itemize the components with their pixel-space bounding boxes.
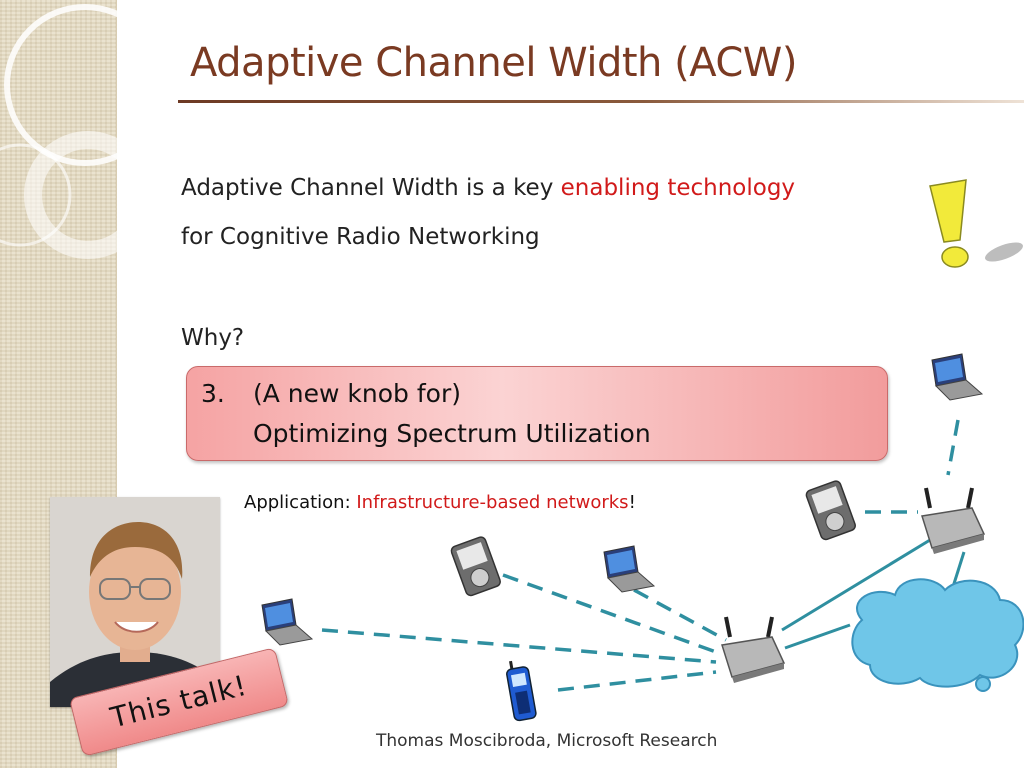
callout-line-1: (A new knob for) bbox=[253, 379, 461, 408]
intro-highlight: enabling technology bbox=[560, 175, 796, 201]
intro-line-1: Adaptive Channel Width is a key enabling… bbox=[181, 175, 795, 201]
intro-line-1-prefix: Adaptive Channel Width is a key bbox=[181, 175, 561, 201]
footer-author: Thomas Moscibroda, Microsoft Research bbox=[376, 731, 718, 751]
wireless-router-icon bbox=[921, 487, 986, 554]
laptop-icon bbox=[261, 598, 314, 646]
cell-phone-icon bbox=[506, 660, 537, 722]
application-line: Application: Infrastructure-based networ… bbox=[244, 492, 636, 513]
media-player-icon bbox=[805, 480, 856, 541]
slide-title: Adaptive Channel Width (ACW) bbox=[190, 40, 797, 86]
callout-number: 3. bbox=[201, 379, 225, 408]
question: Why? bbox=[181, 325, 245, 351]
application-prefix: Application: bbox=[244, 492, 357, 513]
media-player-icon bbox=[450, 536, 501, 597]
laptop-icon bbox=[603, 545, 656, 593]
application-suffix: ! bbox=[628, 492, 636, 513]
wireless-router-icon bbox=[721, 616, 786, 683]
callout-line-2: Optimizing Spectrum Utilization bbox=[253, 419, 651, 448]
laptop-icon bbox=[931, 353, 984, 401]
callout-box: 3. (A new knob for) Optimizing Spectrum … bbox=[186, 366, 888, 461]
dashed-links bbox=[321, 419, 960, 692]
application-highlight: Infrastructure-based networks bbox=[356, 492, 629, 513]
intro-line-2: for Cognitive Radio Networking bbox=[181, 224, 540, 250]
title-underline bbox=[178, 100, 1024, 103]
cloud-icon bbox=[851, 578, 1024, 692]
